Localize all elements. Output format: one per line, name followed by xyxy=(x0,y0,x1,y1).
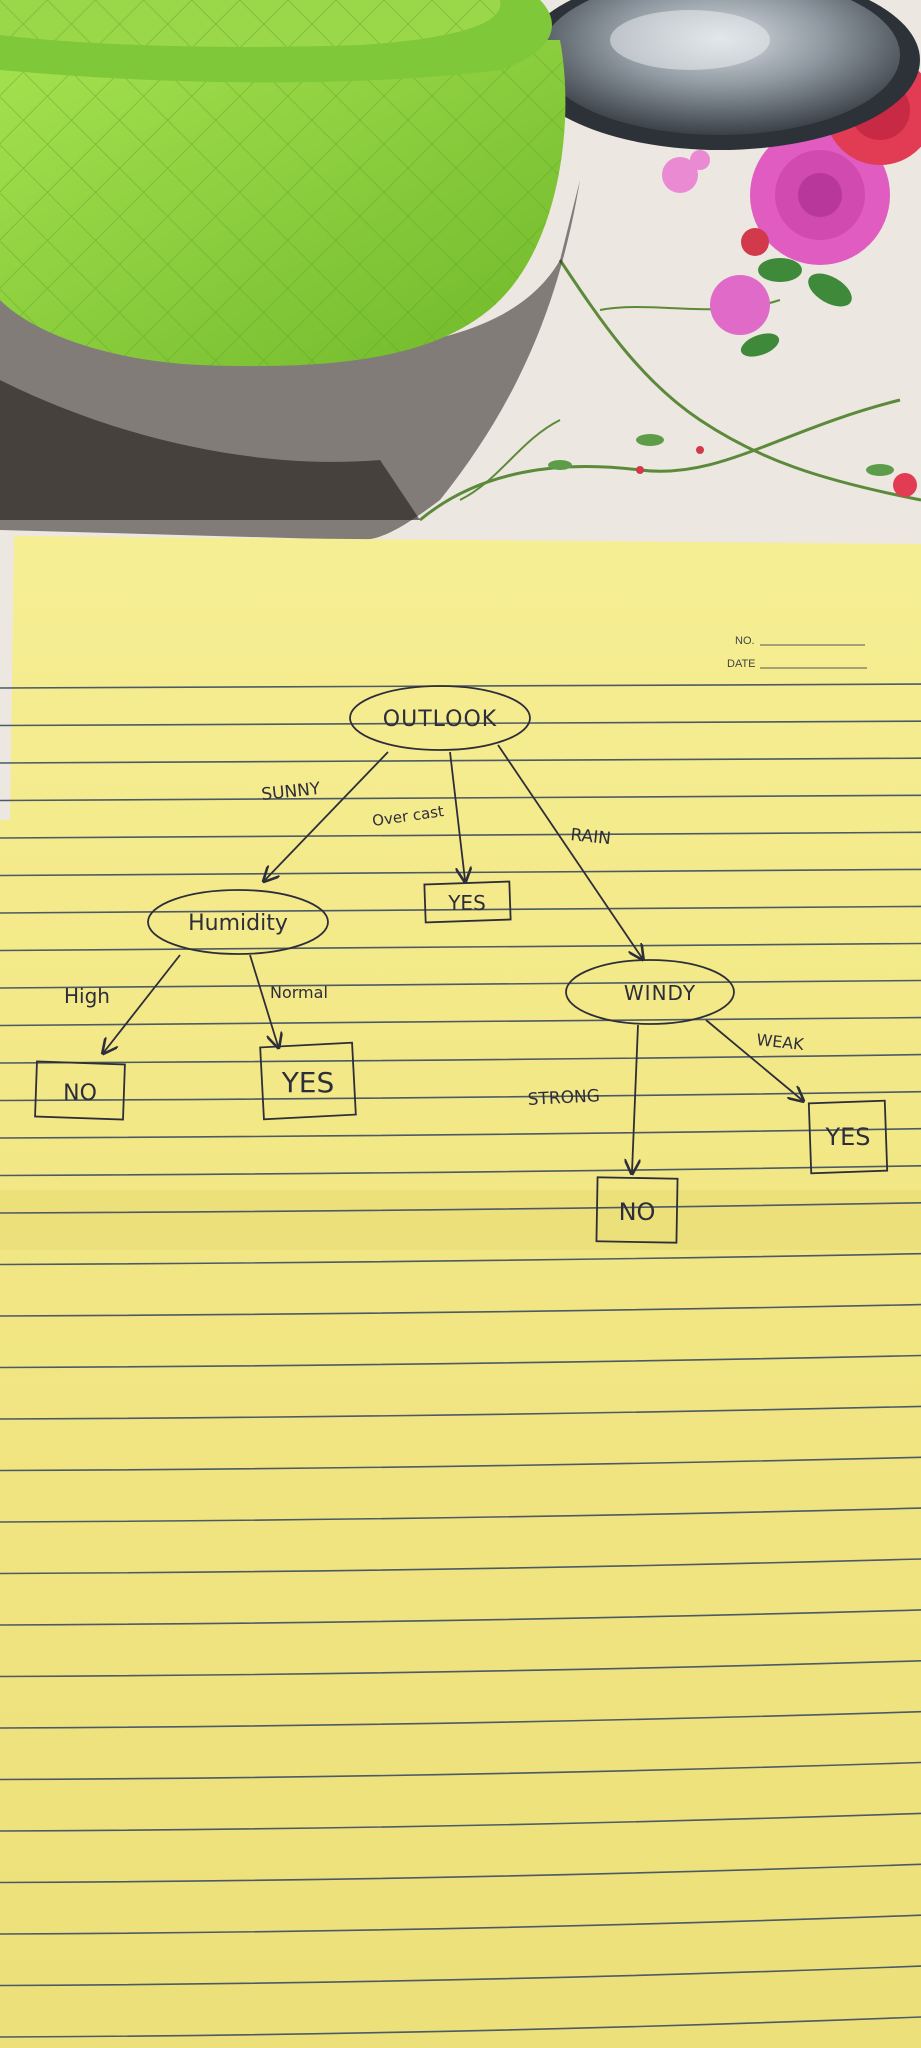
ruled-line xyxy=(0,1863,921,1884)
weak-leaf-box xyxy=(807,1099,889,1175)
edge-rain xyxy=(497,744,642,958)
decision-tree: OUTLOOK SUNNY Over cast RAIN YES Humidit… xyxy=(34,685,889,1244)
overcast-leaf-box xyxy=(423,880,512,924)
normal-leaf-box xyxy=(259,1041,357,1121)
ruled-line xyxy=(0,1710,921,1729)
green-bowl xyxy=(0,0,566,367)
ruled-line xyxy=(0,1965,921,1987)
ruled-line xyxy=(0,1660,921,1678)
date-label: DATE xyxy=(727,658,756,670)
legal-pad xyxy=(0,536,921,2048)
rose-small xyxy=(710,275,770,335)
weak-leaf-label: YES xyxy=(824,1123,870,1151)
branch-high-label: High xyxy=(64,984,110,1008)
edge-strong xyxy=(632,1024,638,1172)
edge-sunny xyxy=(265,751,389,880)
windy-node-ellipse xyxy=(565,959,735,1025)
overcast-leaf-label: YES xyxy=(447,891,486,915)
ruled-line xyxy=(0,1252,921,1266)
ruled-line xyxy=(0,1507,921,1523)
root-node-ellipse xyxy=(349,685,531,751)
ruled-line xyxy=(0,720,921,727)
humidity-node-label: Humidity xyxy=(188,911,288,936)
high-leaf-label: NO xyxy=(63,1081,97,1106)
ruled-line xyxy=(0,1202,921,1214)
ruled-line xyxy=(0,1053,921,1064)
metal-pot xyxy=(520,0,920,150)
ruled-line xyxy=(0,1456,921,1472)
ruled-line xyxy=(0,905,921,914)
humidity-node-ellipse xyxy=(147,889,329,955)
branch-weak-label: WEAK xyxy=(756,1030,806,1054)
ruled-line xyxy=(0,1127,921,1139)
ruled-line xyxy=(0,1405,921,1420)
edge-high xyxy=(104,954,181,1052)
ruled-line xyxy=(0,1812,921,1832)
edge-weak xyxy=(705,1019,802,1100)
ruled-line xyxy=(0,1558,921,1575)
branch-normal-label: Normal xyxy=(270,983,328,1002)
ruled-line xyxy=(0,1165,921,1177)
branch-rain-label: RAIN xyxy=(569,825,611,849)
branch-strong-label: STRONG xyxy=(527,1086,600,1110)
ruled-line xyxy=(0,2016,921,2038)
normal-leaf-label: YES xyxy=(281,1066,335,1099)
no-label: NO. xyxy=(735,635,755,647)
ruled-line xyxy=(0,942,921,952)
high-leaf-box xyxy=(34,1060,126,1121)
paper-header: NO. DATE xyxy=(727,635,867,670)
ruled-line xyxy=(0,1303,921,1317)
edge-normal xyxy=(249,954,278,1046)
ruled-line xyxy=(0,794,921,802)
ruled-lines xyxy=(0,683,921,2038)
ruled-line xyxy=(0,1354,921,1369)
ruled-line xyxy=(0,1914,921,1935)
ruled-line xyxy=(0,1761,921,1781)
edge-overcast xyxy=(449,751,465,880)
strong-leaf-label: NO xyxy=(619,1198,656,1226)
ruled-line xyxy=(0,1609,921,1626)
ruled-line xyxy=(0,757,921,764)
windy-node-label: WINDY xyxy=(624,981,696,1005)
root-node-label: OUTLOOK xyxy=(383,707,497,732)
strong-leaf-box xyxy=(595,1176,679,1244)
